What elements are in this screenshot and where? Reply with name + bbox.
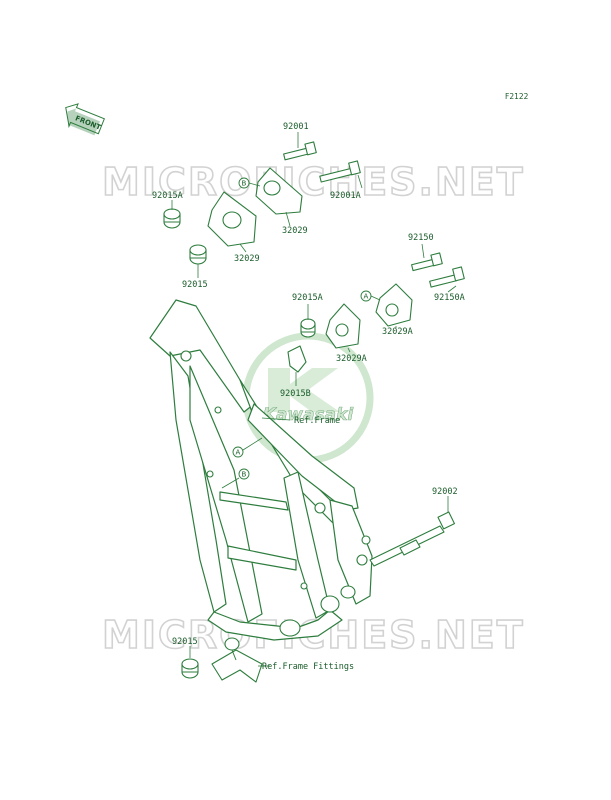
nut-92015A-top (163, 208, 181, 229)
label-92015B: 92015B (280, 389, 311, 399)
bolt-92001 (283, 141, 317, 161)
watermark-top: MICROFICHES.NET (102, 160, 525, 204)
ref-frame-link[interactable]: Ref.Frame (294, 416, 340, 426)
motorcycle-frame (149, 299, 373, 641)
bolt-92001A (319, 160, 361, 183)
nut-92015-bottom (181, 658, 199, 679)
frame-fitting (211, 637, 263, 683)
label-92150A: 92150A (434, 293, 465, 303)
figure-id: F2122 (505, 92, 529, 101)
callout-a-mid-text: A (364, 293, 369, 301)
callout-b-frame-text: B (242, 471, 247, 479)
front-arrow-icon: FRONT (65, 103, 105, 136)
label-92015-top: 92015 (182, 280, 208, 290)
label-92150: 92150 (408, 233, 434, 243)
label-92001: 92001 (283, 122, 309, 132)
nut-92015-top (189, 244, 207, 265)
bolt-92150 (411, 252, 443, 272)
label-92015A-mid: 92015A (292, 293, 323, 303)
nut-92015A-mid (300, 318, 316, 338)
label-92001A: 92001A (330, 191, 361, 201)
label-32029-upper: 32029 (282, 226, 308, 236)
spacer-92015B (287, 345, 307, 373)
bolt-92150A (429, 266, 465, 288)
ref-frame-fittings-link[interactable]: Ref.Frame Fittings (262, 662, 354, 672)
callout-b-frame (238, 468, 250, 480)
label-92002: 92002 (432, 487, 458, 497)
callout-a-frame (232, 446, 244, 458)
label-32029A-upper: 32029A (382, 327, 413, 337)
label-92015-bottom: 92015 (172, 637, 198, 647)
label-32029-lower: 32029 (234, 254, 260, 264)
callout-a-frame-text: A (236, 449, 241, 457)
bolt-92002 (369, 511, 456, 567)
callout-b-top-text: B (242, 180, 247, 188)
label-92015A-top: 92015A (152, 191, 183, 201)
label-32029A-lower: 32029A (336, 354, 367, 364)
